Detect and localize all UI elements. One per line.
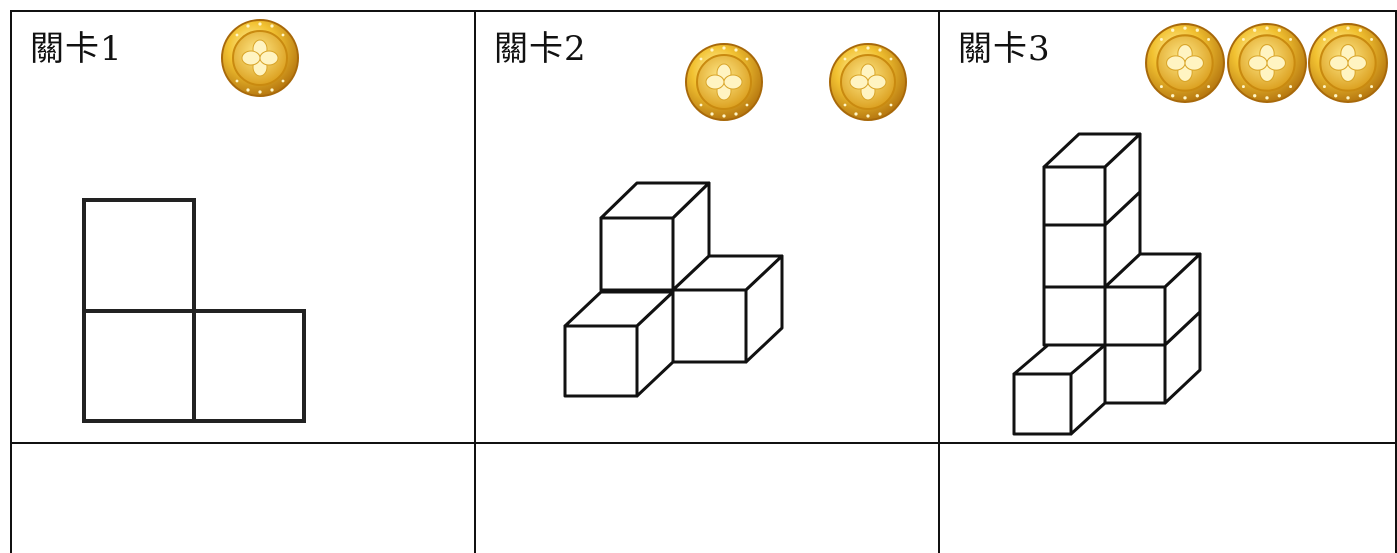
cube-top bbox=[599, 181, 711, 292]
cube-right-lower bbox=[1103, 310, 1202, 405]
table-border-top bbox=[10, 10, 1397, 12]
table-border-right bbox=[1395, 10, 1397, 553]
cube-tower-3 bbox=[1042, 285, 1107, 347]
table-column-divider-1 bbox=[474, 10, 476, 553]
level-1-title: 關卡1 bbox=[30, 29, 123, 69]
cube-front-left bbox=[1012, 343, 1107, 436]
cube-tower-2 bbox=[1042, 190, 1142, 289]
level-1-figure bbox=[82, 198, 306, 423]
table-column-divider-2 bbox=[938, 10, 940, 553]
level-2-figure bbox=[563, 181, 784, 398]
l-shape-squares bbox=[82, 198, 306, 423]
cube-right bbox=[671, 254, 784, 364]
cube-tower-1 bbox=[1042, 132, 1142, 227]
table-row-divider bbox=[10, 442, 1397, 444]
level-3-figure bbox=[1012, 132, 1202, 436]
square-top bbox=[82, 198, 196, 313]
table-border-left bbox=[10, 10, 12, 553]
square-bottom-right bbox=[192, 309, 306, 423]
cube-right-upper bbox=[1103, 252, 1202, 347]
cube-front-left bbox=[563, 290, 675, 398]
level-3-title: 關卡3 bbox=[958, 29, 1051, 69]
square-bottom-left bbox=[82, 309, 196, 423]
level-2-title: 關卡2 bbox=[494, 29, 587, 69]
